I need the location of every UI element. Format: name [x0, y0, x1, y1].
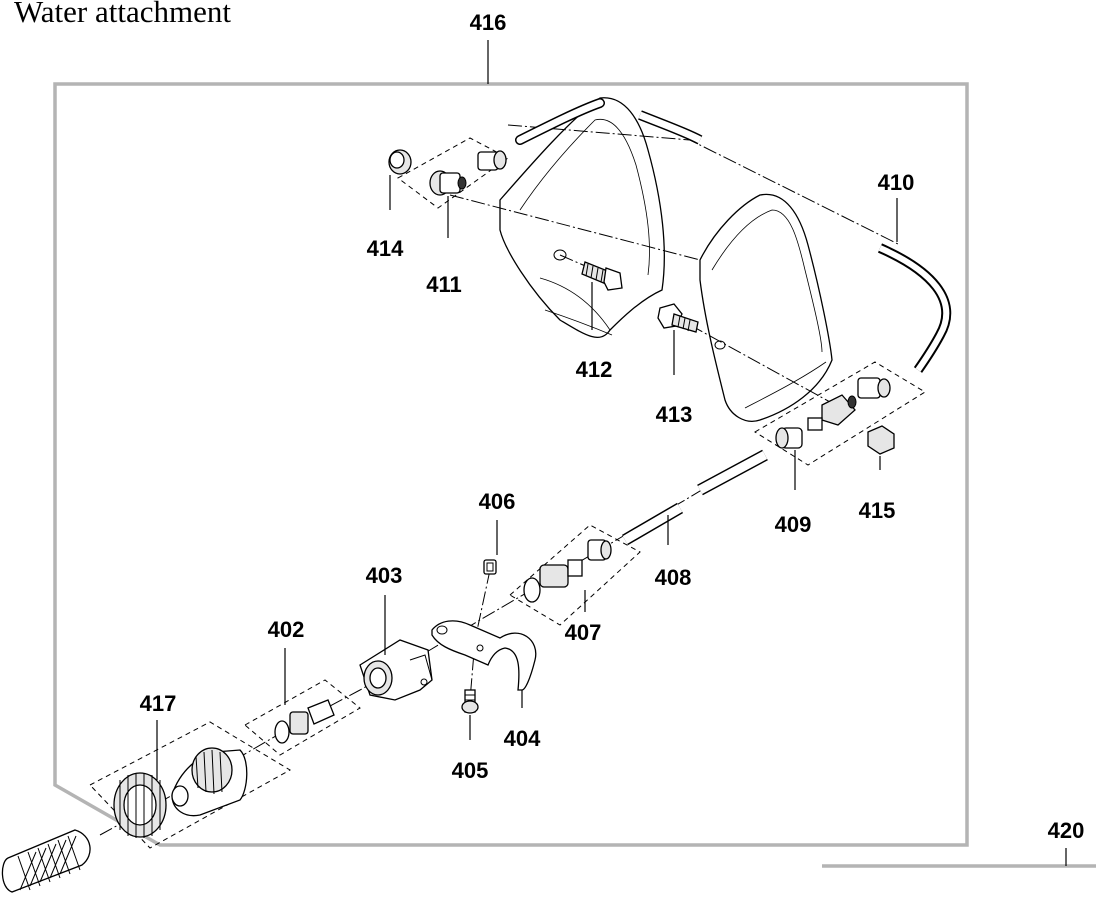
clip-406	[483, 559, 497, 575]
label-403: 403	[366, 563, 403, 588]
label-404: 404	[504, 726, 541, 751]
label-417: 417	[140, 691, 177, 716]
group-box-409	[754, 361, 926, 466]
assembly-frame-416	[53, 82, 969, 847]
fitting-411	[429, 150, 507, 196]
diagram-title: Water attachment	[14, 0, 231, 29]
fitting-407	[523, 539, 612, 603]
coupling-417	[113, 747, 248, 838]
screw-405	[461, 689, 479, 714]
centerline-hose-left	[449, 194, 701, 261]
label-405: 405	[452, 758, 489, 783]
body-403	[359, 639, 433, 701]
bolt-413	[657, 303, 699, 333]
label-413: 413	[656, 402, 693, 427]
centerline-413	[689, 324, 831, 403]
label-410: 410	[878, 170, 915, 195]
label-407: 407	[565, 620, 602, 645]
fitting-402	[274, 699, 335, 744]
leader-lines	[156, 40, 1067, 866]
cap-414	[388, 149, 412, 175]
label-406: 406	[479, 489, 516, 514]
group-box-407	[509, 524, 641, 626]
label-408: 408	[655, 565, 692, 590]
group-box-411	[397, 137, 509, 209]
label-412: 412	[576, 357, 613, 382]
label-416: 416	[470, 10, 507, 35]
guard-right	[699, 193, 833, 422]
bolt-412	[581, 261, 623, 291]
label-411: 411	[426, 272, 462, 297]
label-402: 402	[268, 617, 305, 642]
cap-415	[867, 425, 895, 455]
hose-end	[1, 829, 91, 893]
label-420: 420	[1048, 818, 1085, 843]
fitting-409	[775, 377, 891, 449]
label-415: 415	[859, 498, 896, 523]
clamp-404	[431, 620, 537, 691]
hose-408	[621, 449, 768, 546]
group-box-402	[244, 679, 361, 756]
label-414: 414	[367, 236, 404, 261]
hose-410	[515, 98, 952, 373]
label-409: 409	[775, 512, 812, 537]
